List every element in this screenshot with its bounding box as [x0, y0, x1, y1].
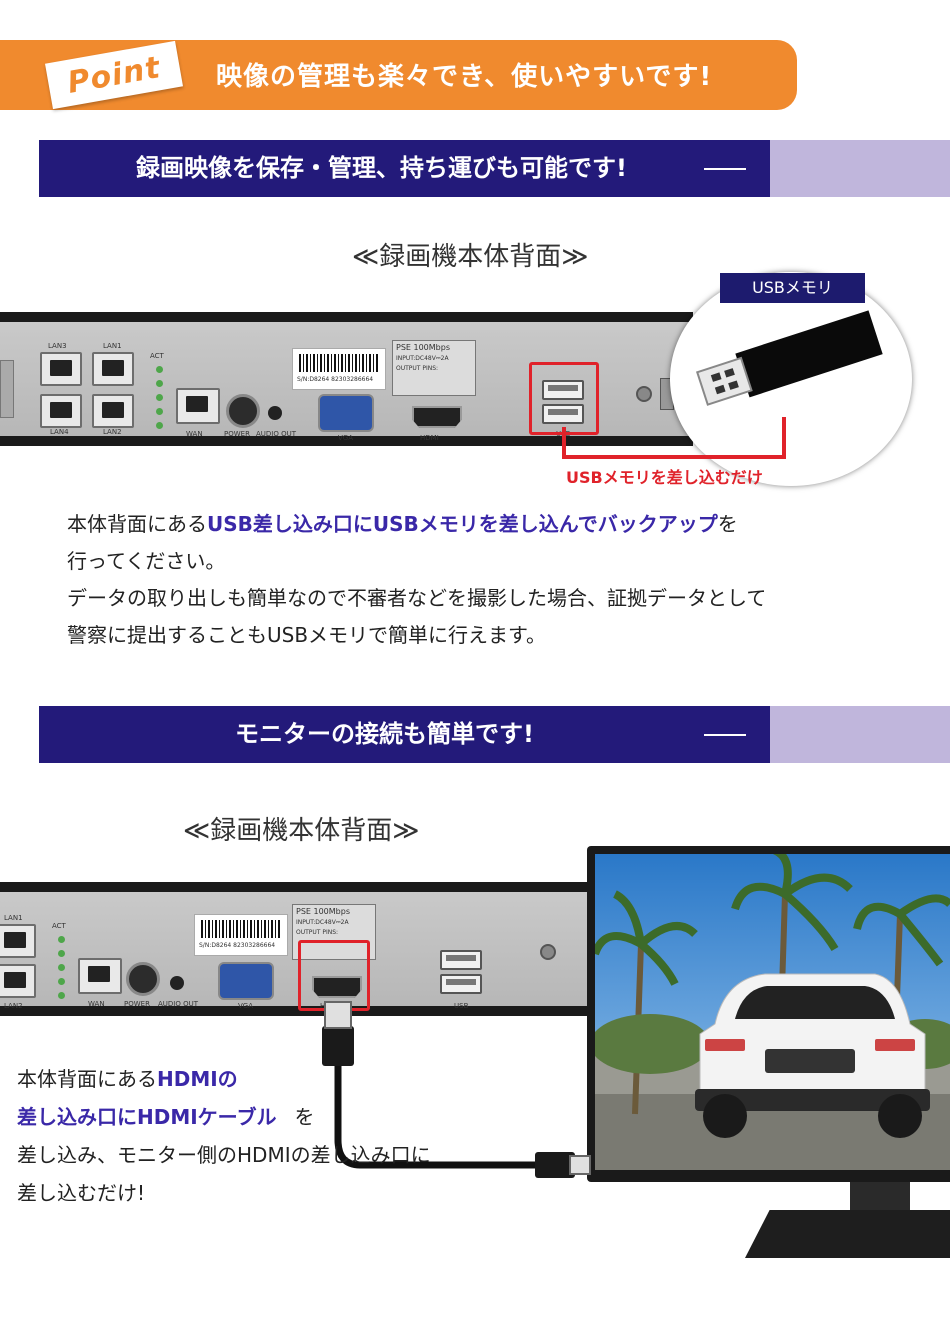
- wan-port: [176, 388, 220, 424]
- monitor-screen-image: [595, 854, 950, 1170]
- usb-highlight-text: USB差し込み口にUSBメモリを差し込んでバックアップ: [207, 512, 718, 536]
- audio-out-jack: [268, 406, 282, 420]
- screw: [540, 944, 556, 960]
- vga-port: [318, 394, 374, 432]
- hdmi-highlight-text: HDMIの: [157, 1067, 238, 1091]
- serial-sticker: S/N:D8264 82303286664: [194, 914, 288, 956]
- usb-connector-arrow: [562, 417, 786, 459]
- status-led: [58, 992, 65, 999]
- serial-sticker: S/N:D8264 82303286664: [292, 348, 386, 390]
- section2-caption: ≪録画機本体背面≫: [183, 816, 420, 846]
- section2-header: モニターの接続も簡単です!: [39, 706, 950, 763]
- section2-title: モニターの接続も簡単です!: [235, 720, 534, 748]
- status-led: [156, 394, 163, 401]
- lan1-port: [92, 352, 134, 386]
- section1-caption: ≪録画機本体背面≫: [352, 242, 589, 272]
- usb-port-lower: [542, 404, 584, 424]
- wan-port: [78, 958, 122, 994]
- usb-port-upper: [542, 380, 584, 400]
- hdmi-port: [412, 406, 462, 428]
- lan4-port: [40, 394, 82, 428]
- status-led: [156, 422, 163, 429]
- hdmi-cable: [322, 1001, 591, 1178]
- recorder-rear-panel: LAN3 LAN1 LAN4 LAN2 ACT WAN POWER AUDIO …: [0, 312, 693, 446]
- point-title: 映像の管理も楽々でき、使いやすいです!: [216, 62, 713, 92]
- status-led: [58, 978, 65, 985]
- usb-stick-icon: [695, 310, 883, 406]
- section1-title: 録画映像を保存・管理、持ち運びも可能です!: [136, 154, 627, 182]
- lan2-port: [0, 964, 36, 998]
- hdmi-cable-highlight-text: 差し込み口にHDMIケーブル: [17, 1105, 277, 1129]
- monitor-stand-base: [745, 1210, 950, 1258]
- status-led: [58, 950, 65, 957]
- power-jack: [226, 394, 260, 428]
- usb-port-upper: [440, 950, 482, 970]
- barcode: [201, 920, 281, 938]
- section2-body: 本体背面にあるHDMIの 差し込み口にHDMIケーブルを 差し込み、モニター側の…: [17, 1067, 431, 1205]
- usb-callout: USBメモリを差し込むだけ: [566, 468, 763, 487]
- header-dash: [704, 734, 746, 736]
- section1-header: 録画映像を保存・管理、持ち運びも可能です!: [39, 140, 950, 197]
- usb-memory-label: USBメモリ: [720, 273, 865, 303]
- header-dash: [704, 168, 746, 170]
- status-led: [156, 380, 163, 387]
- status-led: [58, 964, 65, 971]
- status-led: [156, 408, 163, 415]
- lan3-port: [40, 352, 82, 386]
- lan2-port: [92, 394, 134, 428]
- vga-port: [218, 962, 274, 1000]
- power-jack: [126, 962, 160, 996]
- rating-sticker: PSE 100Mbps INPUT:DC48V⎓2A OUTPUT PINS:: [292, 904, 376, 960]
- section1-body: 本体背面にあるUSB差し込み口にUSBメモリを差し込んでバックアップを 行ってく…: [67, 512, 767, 647]
- rating-sticker: PSE 100Mbps INPUT:DC48V⎓2A OUTPUT PINS:: [392, 340, 476, 396]
- status-led: [156, 366, 163, 373]
- hdmi-port: [312, 976, 362, 998]
- audio-out-jack: [170, 976, 184, 990]
- usb-port-lower: [440, 974, 482, 994]
- barcode: [299, 354, 379, 372]
- screw: [636, 386, 652, 402]
- lan1-port: [0, 924, 36, 958]
- monitor: [587, 846, 950, 1182]
- status-led: [58, 936, 65, 943]
